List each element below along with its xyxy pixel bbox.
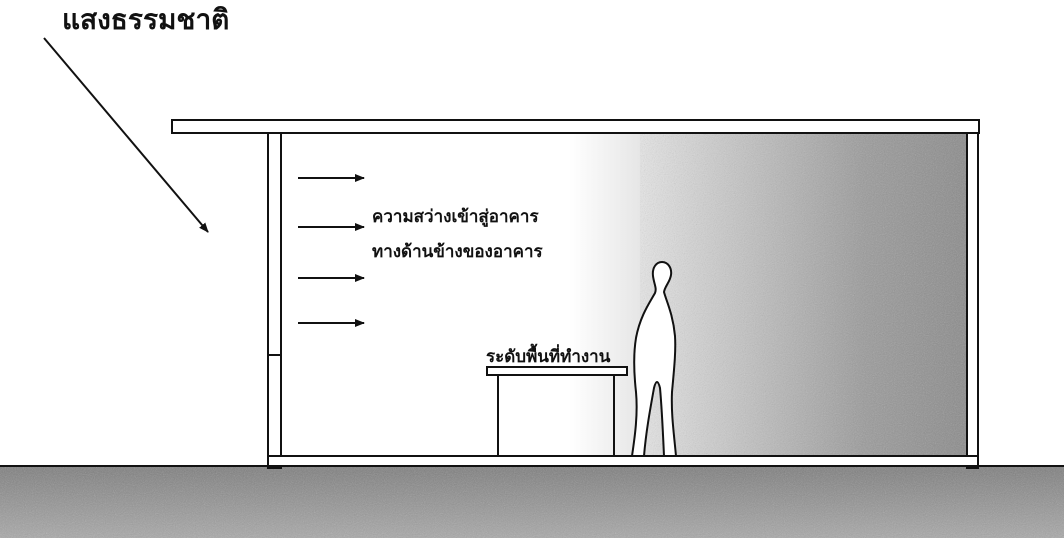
table-top	[486, 366, 628, 376]
left-wall	[267, 132, 282, 469]
natural-light-label: แสงธรรมชาติ	[62, 3, 230, 36]
right-wall	[966, 132, 979, 469]
floor-slab	[267, 455, 979, 467]
ground-texture	[0, 466, 1064, 538]
side-light-label-line1: ความสว่างเข้าสู่อาคาร	[372, 207, 539, 227]
human-silhouette-icon	[630, 260, 678, 457]
sun-ray-arrow	[43, 37, 209, 233]
side-light-label-line2: ทางด้านข้างของอาคาร	[372, 242, 543, 262]
room-interior-grain	[640, 134, 967, 456]
work-plane-label: ระดับพื้นที่ทำงาน	[486, 347, 611, 367]
roof-slab	[171, 119, 980, 134]
